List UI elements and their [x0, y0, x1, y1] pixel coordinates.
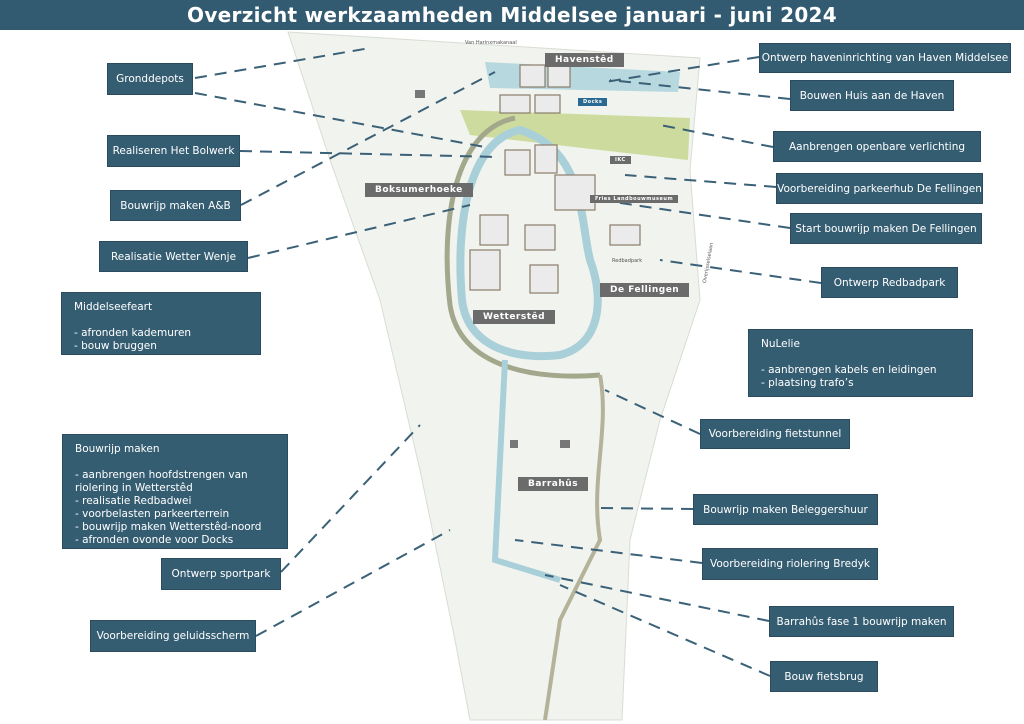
task-heading: Bouwrijp maken [75, 443, 160, 455]
task-item: - aanbrengen hoofdstrengen van riolering… [75, 469, 248, 494]
docks-label: Docks [578, 98, 608, 106]
task-gronddepots: Gronddepots [107, 63, 193, 95]
redbadpark-label: Redbadpark [612, 258, 643, 264]
building-blocks [469, 64, 641, 294]
area-label-fellingen: De Fellingen [600, 283, 690, 297]
task-item: - bouwrijp maken Wetterstêd-noord [75, 521, 262, 533]
task-verlichting: Aanbrengen openbare verlichting [773, 131, 981, 162]
task-item: - afronden kademuren [74, 327, 192, 339]
task-wetter-wenje: Realisatie Wetter Wenje [99, 241, 248, 272]
canal-ring-road [444, 115, 601, 379]
task-sportpark: Ontwerp sportpark [161, 558, 281, 590]
task-parkeerhub: Voorbereiding parkeerhub De Fellingen [776, 173, 983, 204]
task-heading: Middelseefeart [74, 301, 153, 313]
museum-label: Fries Landbouwmuseum [590, 195, 679, 203]
task-geluidsscherm: Voorbereiding geluidsscherm [90, 620, 256, 652]
leader-lines [194, 47, 822, 677]
task-item: - afronden ovonde voor Docks [75, 534, 234, 546]
canal-south [491, 359, 561, 583]
canal-ring [456, 125, 602, 361]
task-bolwerk: Realiseren Het Bolwerk [107, 135, 240, 167]
task-redbadpark: Ontwerp Redbadpark [821, 267, 958, 298]
task-beleggershuur: Bouwrijp maken Beleggershuur [693, 494, 878, 525]
area-label-wettersted: Wetterstêd [473, 310, 556, 324]
road-south [543, 374, 605, 721]
task-start-bouwrijp-fellingen: Start bouwrijp maken De Fellingen [790, 213, 982, 244]
area-label-barrahus: Barrahûs [518, 477, 589, 491]
task-nulelie: NuLelie - aanbrengen kabels en leidingen… [748, 329, 973, 397]
task-item: - plaatsing trafo’s [761, 377, 854, 389]
task-item: - voorbelasten parkeerterrein [75, 508, 230, 520]
task-bouwrijp-maken: Bouwrijp maken - aanbrengen hoofdstrenge… [62, 434, 288, 549]
task-item: - aanbrengen kabels en leidingen [761, 364, 937, 376]
task-fietsbrug: Bouw fietsbrug [770, 661, 878, 692]
ikc-label: IKC [610, 156, 631, 164]
page-title: Overzicht werkzaamheden Middelsee januar… [0, 0, 1024, 30]
park-north [460, 110, 690, 160]
task-huis-aan-de-haven: Bouwen Huis aan de Haven [790, 80, 954, 111]
task-heading: NuLelie [761, 338, 800, 350]
task-riolering-bredyk: Voorbereiding riolering Bredyk [702, 548, 878, 580]
task-item: - realisatie Redbadwei [75, 495, 192, 507]
area-label-boksumerhoeke: Boksumerhoeke [365, 183, 473, 197]
road-label: Van Harinxmakanaal [465, 40, 517, 46]
task-bouwrijp-ab: Bouwrijp maken A&B [110, 190, 241, 221]
task-haveninrichting: Ontwerp haveninrichting van Haven Middel… [759, 43, 1011, 73]
task-middelseefeart: Middelseefeart - afronden kademuren - bo… [61, 292, 261, 355]
area-label-havensted: Havenstêd [545, 53, 624, 67]
task-item: - bouw bruggen [74, 340, 157, 352]
task-barrahus-fase1: Barrahûs fase 1 bouwrijp maken [769, 606, 954, 637]
task-fietstunnel: Voorbereiding fietstunnel [700, 419, 850, 449]
